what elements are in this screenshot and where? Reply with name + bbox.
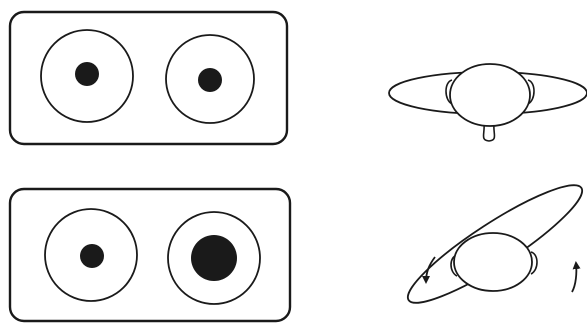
eye-panel-frame-top xyxy=(10,12,287,144)
right-pupil-bottom-dilated xyxy=(191,235,237,281)
eye-panel-frame-bottom xyxy=(10,189,290,321)
rotation-arrow-right-icon xyxy=(572,263,576,292)
left-eye-bottom xyxy=(45,209,137,301)
left-pupil-bottom xyxy=(80,244,104,268)
right-eye-bottom xyxy=(168,212,260,304)
row-2-head-tilted xyxy=(397,170,587,317)
right-pupil-top xyxy=(198,68,222,92)
row-1-eyes-panel xyxy=(10,12,287,144)
head-level xyxy=(450,64,530,126)
row-2-eyes-panel xyxy=(10,189,290,321)
head-tilted xyxy=(454,233,532,291)
row-1-head-level xyxy=(389,64,587,141)
left-eye-top xyxy=(41,30,133,122)
left-pupil-top xyxy=(75,62,99,86)
right-eye-top xyxy=(166,35,254,123)
